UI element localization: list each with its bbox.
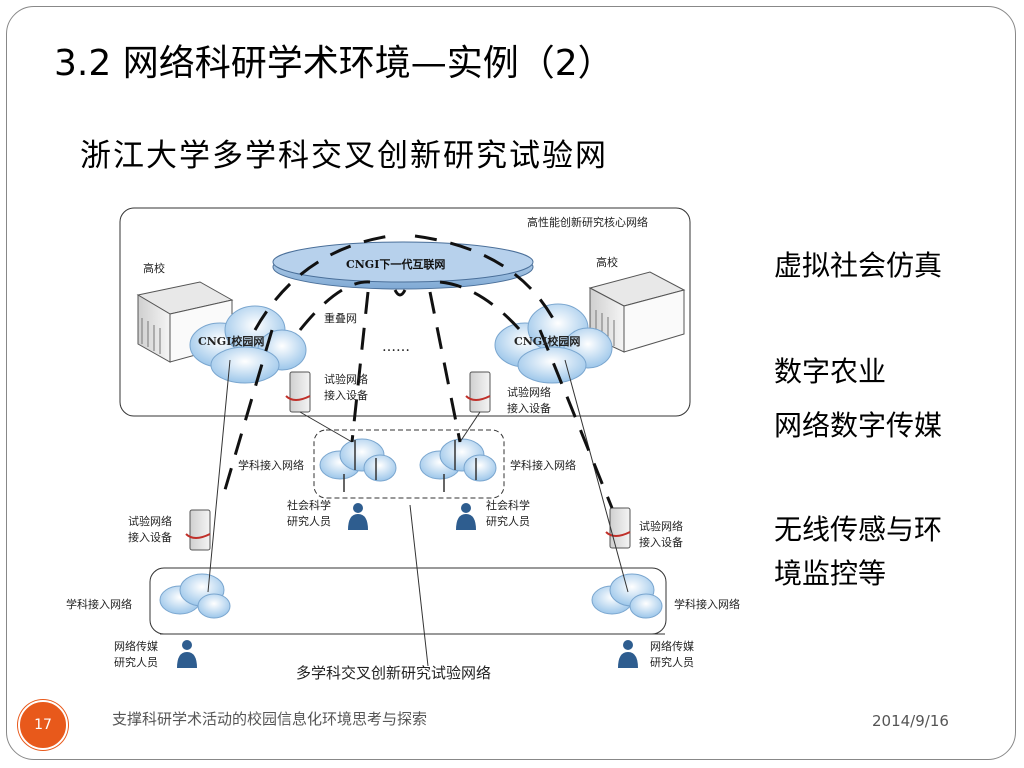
campus-net-left-label: CNGI校园网	[198, 335, 265, 348]
overlay-label: 重叠网	[324, 312, 357, 325]
media-right-line1: 网络传媒	[650, 640, 694, 653]
slide-frame	[6, 6, 1016, 760]
campus-right-label: 高校	[596, 256, 618, 269]
campus-building-right	[588, 271, 686, 353]
media-right-line2: 研究人员	[650, 656, 694, 669]
bottom-network-label: 多学科交叉创新研究试验网络	[296, 664, 492, 682]
side-item-wireless-sensing: 无线传感与环	[774, 513, 943, 546]
side-item-digital-agriculture: 数字农业	[774, 355, 887, 388]
social-left-line2: 研究人员	[287, 515, 331, 528]
access-core-right-line1: 试验网络	[507, 386, 551, 399]
footer-date: 2014/9/16	[872, 712, 949, 730]
core-network-box	[119, 207, 691, 417]
antenna-icons	[343, 440, 477, 492]
side-item-network-media: 网络数字传媒	[774, 409, 943, 442]
person-icons	[177, 503, 638, 668]
side-item-virtual-society: 虚拟社会仿真	[774, 249, 943, 282]
subject-access-bottom-left-label: 学科接入网络	[66, 598, 132, 611]
campus-left-label: 高校	[143, 262, 165, 275]
side-item-monitoring: 境监控等	[774, 557, 887, 590]
media-left-line2: 研究人员	[114, 656, 158, 669]
access-core-right-line2: 接入设备	[507, 402, 551, 415]
social-right-line2: 研究人员	[486, 515, 530, 528]
subject-access-bottom-right-label: 学科接入网络	[674, 598, 740, 611]
cngi-label: CNGI下一代互联网	[346, 258, 446, 271]
subject-cloud-right	[419, 438, 497, 482]
footer-text: 支撑科研学术活动的校园信息化环境思考与探索	[112, 710, 428, 728]
campus-net-right-label: CNGI校园网	[514, 335, 581, 348]
access-left-line2: 接入设备	[128, 531, 172, 544]
slide-title: 3.2 网络科研学术环境—实例（2）	[54, 43, 614, 84]
subject-access-box	[313, 429, 505, 499]
page-number-badge: 17	[18, 700, 68, 750]
social-right-line1: 社会科学	[486, 499, 530, 512]
subject-access-left-label: 学科接入网络	[238, 459, 304, 472]
bottom-cloud-left	[159, 573, 231, 619]
slide-subtitle: 浙江大学多学科交叉创新研究试验网	[80, 138, 608, 174]
access-right-line1: 试验网络	[639, 520, 683, 533]
core-network-label: 高性能创新研究核心网络	[527, 216, 648, 229]
access-right-line2: 接入设备	[639, 536, 683, 549]
media-left-line1: 网络传媒	[114, 640, 158, 653]
access-core-left-line2: 接入设备	[324, 389, 368, 402]
subject-access-right-label: 学科接入网络	[510, 459, 576, 472]
social-left-line1: 社会科学	[287, 499, 331, 512]
access-left-line1: 试验网络	[128, 515, 172, 528]
access-device-icons	[189, 371, 631, 551]
ellipsis-label: ……	[382, 339, 410, 355]
subject-cloud-left	[319, 438, 397, 482]
access-core-left-line1: 试验网络	[324, 373, 368, 386]
bottom-cloud-right	[591, 573, 663, 619]
